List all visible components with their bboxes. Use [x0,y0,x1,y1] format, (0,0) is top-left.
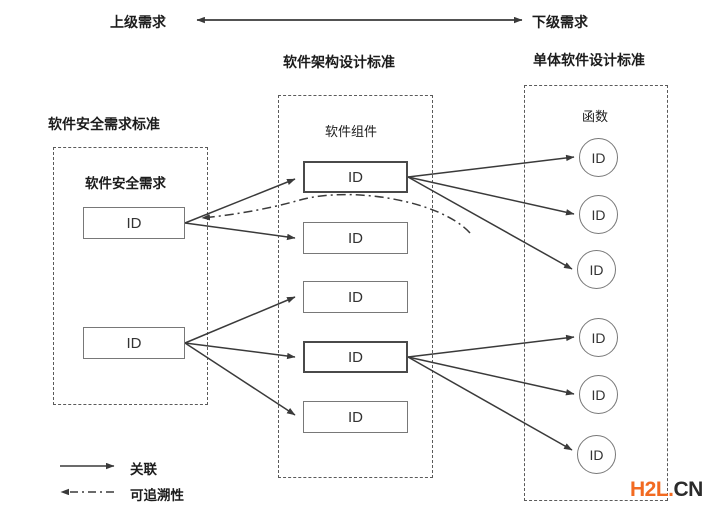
node-requirement-1[interactable]: ID [83,207,185,239]
node-component-2[interactable]: ID [303,222,408,254]
node-label: ID [348,229,363,247]
node-function-3[interactable]: ID [577,250,616,289]
header-right-label: 下级需求 [532,14,588,30]
node-component-5[interactable]: ID [303,401,408,433]
group-box-requirements [53,147,208,405]
legend-label-association: 关联 [130,462,157,477]
node-requirement-2[interactable]: ID [83,327,185,359]
node-label: ID [348,408,363,426]
node-label: ID [348,288,363,306]
watermark-dark: CN [673,478,704,501]
node-label: ID [589,261,604,278]
node-label: ID [348,348,363,366]
header-left-label: 上级需求 [110,14,166,30]
inner-title-requirements: 软件安全需求 [85,176,166,191]
node-function-2[interactable]: ID [579,195,618,234]
legend-label-traceability: 可追溯性 [130,488,184,503]
node-function-4[interactable]: ID [579,318,618,357]
group-title-architecture: 软件架构设计标准 [283,54,395,70]
node-function-1[interactable]: ID [579,138,618,177]
group-title-requirements: 软件安全需求标准 [48,116,160,132]
node-component-4[interactable]: ID [303,341,408,373]
inner-title-architecture: 软件组件 [325,124,378,139]
node-function-5[interactable]: ID [579,375,618,414]
watermark: H2L.CN [630,478,703,502]
node-label: ID [591,329,606,346]
group-box-architecture [278,95,433,478]
node-function-6[interactable]: ID [577,435,616,474]
node-label: ID [126,214,142,232]
group-title-unit: 单体软件设计标准 [533,52,645,68]
node-label: ID [591,386,606,403]
node-label: ID [126,334,142,352]
node-label: ID [589,446,604,463]
node-label: ID [591,149,606,166]
watermark-orange: H2L. [630,478,674,501]
inner-title-unit: 函数 [582,109,609,124]
group-box-unit [524,85,668,501]
node-label: ID [348,168,363,186]
node-label: ID [591,206,606,223]
node-component-3[interactable]: ID [303,281,408,313]
node-component-1[interactable]: ID [303,161,408,193]
